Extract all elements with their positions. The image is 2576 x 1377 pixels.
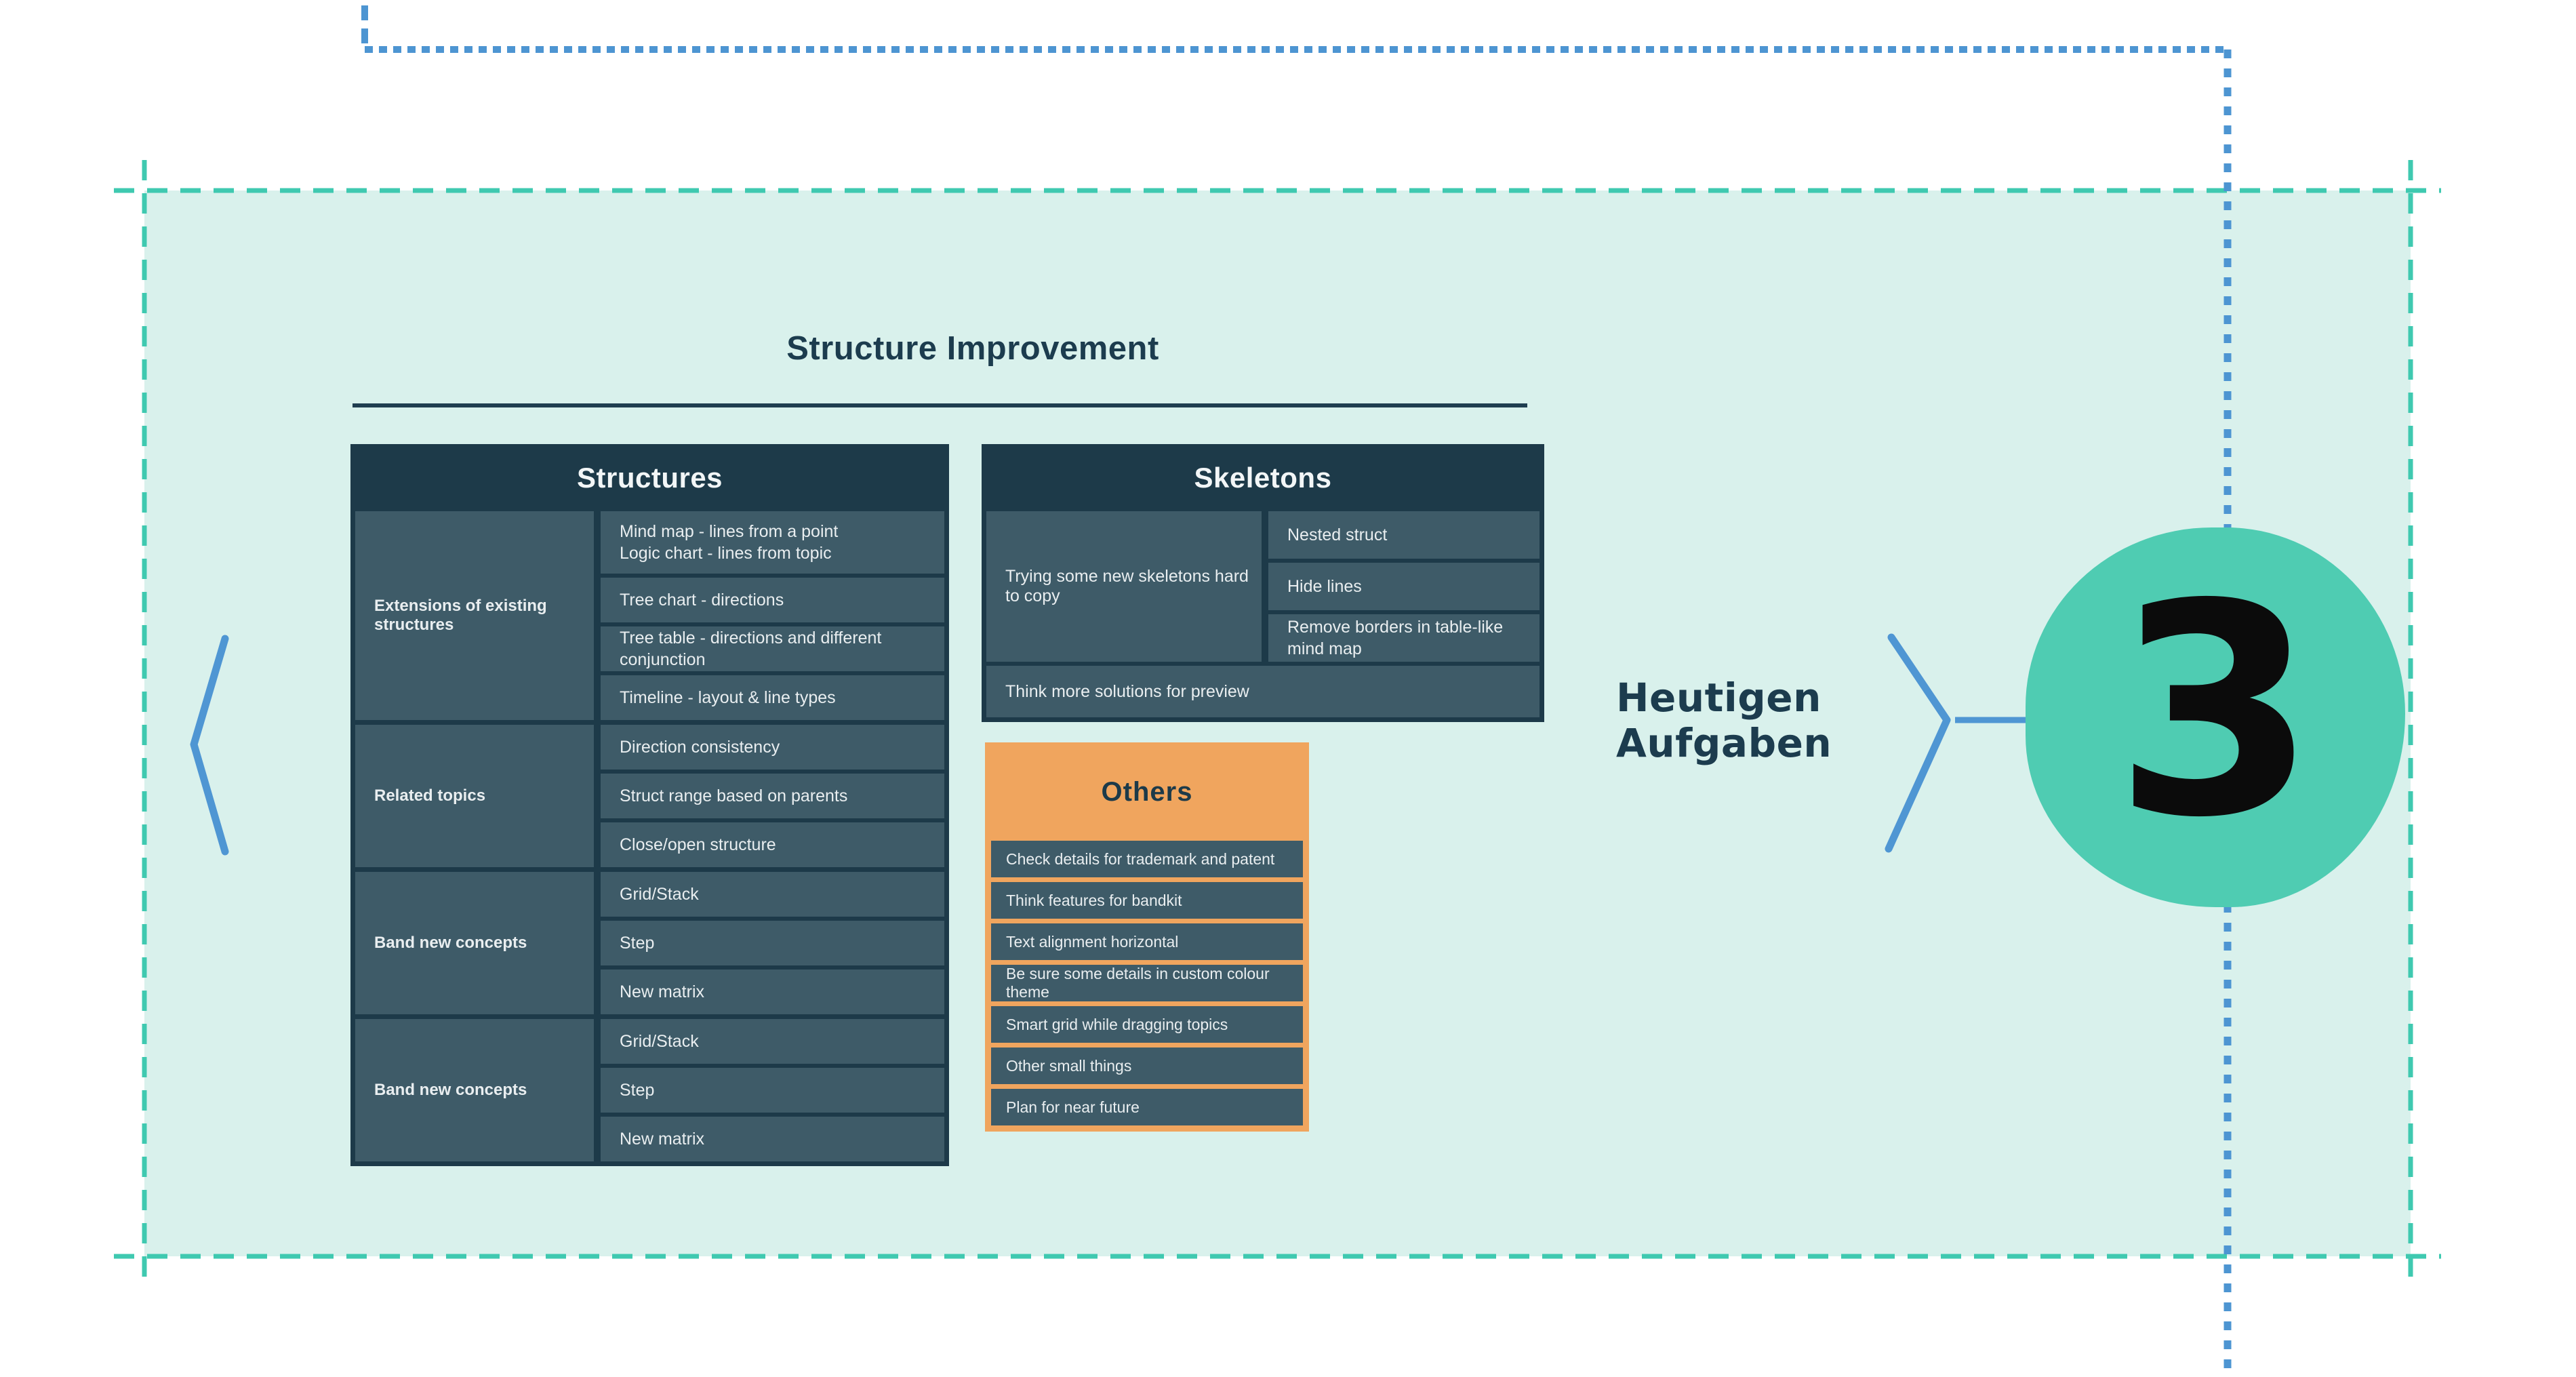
structures-table[interactable]: Structures Extensions of existing struct… <box>350 444 949 1166</box>
table-cell[interactable]: Remove borders in table-like mind map <box>1268 614 1539 662</box>
table-row-group: Band new concepts Grid/Stack Step New ma… <box>355 1019 944 1161</box>
table-cell[interactable]: Tree chart - directions <box>601 578 944 622</box>
table-cell[interactable]: Mind map - lines from a point Logic char… <box>601 511 944 574</box>
list-item[interactable]: Think features for bandkit <box>991 882 1303 919</box>
page-title[interactable]: Structure Improvement <box>786 330 1159 367</box>
list-item[interactable]: Plan for near future <box>991 1089 1303 1125</box>
skeletons-table[interactable]: Skeletons Trying some new skeletons hard… <box>982 444 1544 722</box>
row-group-label[interactable]: Extensions of existing structures <box>355 511 594 720</box>
row-group-label[interactable]: Related topics <box>355 725 594 867</box>
table-cell[interactable]: Struct range based on parents <box>601 774 944 818</box>
table-cell[interactable]: Step <box>601 1068 944 1113</box>
list-item[interactable]: Other small things <box>991 1047 1303 1084</box>
row-group-label[interactable]: Trying some new skeletons hard to copy <box>986 511 1262 662</box>
table-cell[interactable]: Grid/Stack <box>601 872 944 917</box>
badge-number: 3 <box>2114 542 2317 881</box>
row-group-label[interactable]: Band new concepts <box>355 1019 594 1161</box>
others-table-header[interactable]: Others <box>1101 776 1193 807</box>
row-group-cells: Nested struct Hide lines Remove borders … <box>1268 511 1539 662</box>
list-item[interactable]: Text alignment horizontal <box>991 923 1303 960</box>
table-row-group: Band new concepts Grid/Stack Step New ma… <box>355 872 944 1014</box>
right-brace-shape[interactable] <box>1885 633 1951 853</box>
table-row-group: Extensions of existing structures Mind m… <box>355 511 944 720</box>
table-cell[interactable]: Direction consistency <box>601 725 944 770</box>
row-group-label[interactable]: Band new concepts <box>355 872 594 1014</box>
row-group-cells: Grid/Stack Step New matrix <box>601 872 944 1014</box>
others-rows: Check details for trademark and patent T… <box>991 841 1303 1125</box>
table-cell[interactable]: New matrix <box>601 970 944 1014</box>
title-underline <box>353 403 1527 407</box>
row-group-cells: Direction consistency Struct range based… <box>601 725 944 867</box>
table-cell[interactable]: Step <box>601 921 944 965</box>
table-cell[interactable]: Close/open structure <box>601 822 944 867</box>
table-cell[interactable]: Tree table - directions and different co… <box>601 626 944 671</box>
table-row-group: Trying some new skeletons hard to copy N… <box>986 511 1539 662</box>
structures-table-body: Extensions of existing structures Mind m… <box>355 511 944 1161</box>
table-cell[interactable]: Nested struct <box>1268 511 1539 559</box>
list-item[interactable]: Be sure some details in custom colour th… <box>991 965 1303 1001</box>
skeletons-table-body: Trying some new skeletons hard to copy N… <box>986 511 1539 662</box>
table-footer-cell[interactable]: Think more solutions for preview <box>986 666 1539 717</box>
table-cell[interactable]: Grid/Stack <box>601 1019 944 1064</box>
table-cell[interactable]: Hide lines <box>1268 563 1539 610</box>
structures-table-header[interactable]: Structures <box>576 461 723 494</box>
left-brace-shape[interactable] <box>190 635 229 856</box>
table-row-group: Related topics Direction consistency Str… <box>355 725 944 867</box>
list-item[interactable]: Check details for trademark and patent <box>991 841 1303 877</box>
list-item[interactable]: Smart grid while dragging topics <box>991 1006 1303 1043</box>
table-cell[interactable]: New matrix <box>601 1117 944 1161</box>
row-group-cells: Mind map - lines from a point Logic char… <box>601 511 944 720</box>
side-label[interactable]: Heutigen Aufgaben <box>1616 675 1832 767</box>
table-cell[interactable]: Timeline - layout & line types <box>601 675 944 720</box>
skeletons-table-header[interactable]: Skeletons <box>1194 461 1332 494</box>
others-table[interactable]: Others Check details for trademark and p… <box>985 742 1309 1132</box>
row-group-cells: Grid/Stack Step New matrix <box>601 1019 944 1161</box>
number-badge[interactable]: 3 <box>2026 527 2405 907</box>
